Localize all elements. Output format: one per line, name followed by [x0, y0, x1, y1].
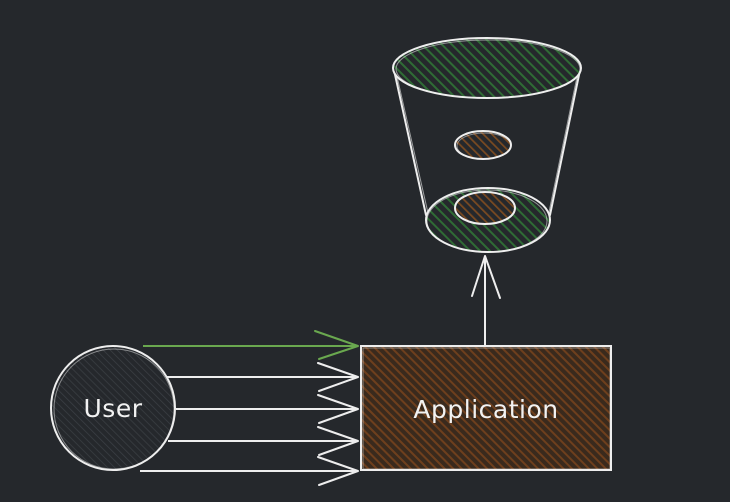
arrow-application-to-bucket [471, 255, 501, 346]
arrows-user-to-application [140, 330, 359, 486]
user-node: User [50, 345, 176, 471]
bucket-bottom-sketch [426, 189, 548, 253]
application-node: Application [360, 345, 612, 471]
arrow-request [140, 456, 359, 486]
application-box [360, 345, 612, 471]
application-label: Application [413, 395, 558, 424]
bucket-token-sketch [456, 132, 512, 160]
user-circle [50, 345, 176, 471]
application-box-sketch [362, 347, 611, 470]
arrow-request [165, 362, 359, 392]
bucket [392, 37, 582, 253]
user-circle-sketch [53, 348, 175, 470]
bucket-body-sketch [395, 71, 579, 218]
arrow-request [168, 426, 359, 456]
bucket-bottom-token [454, 191, 516, 225]
bucket-body [393, 69, 581, 216]
user-label: User [84, 394, 143, 423]
arrow-highlighted [143, 330, 359, 360]
arrow-request [176, 394, 359, 424]
bucket-top-rim-sketch [395, 39, 581, 99]
